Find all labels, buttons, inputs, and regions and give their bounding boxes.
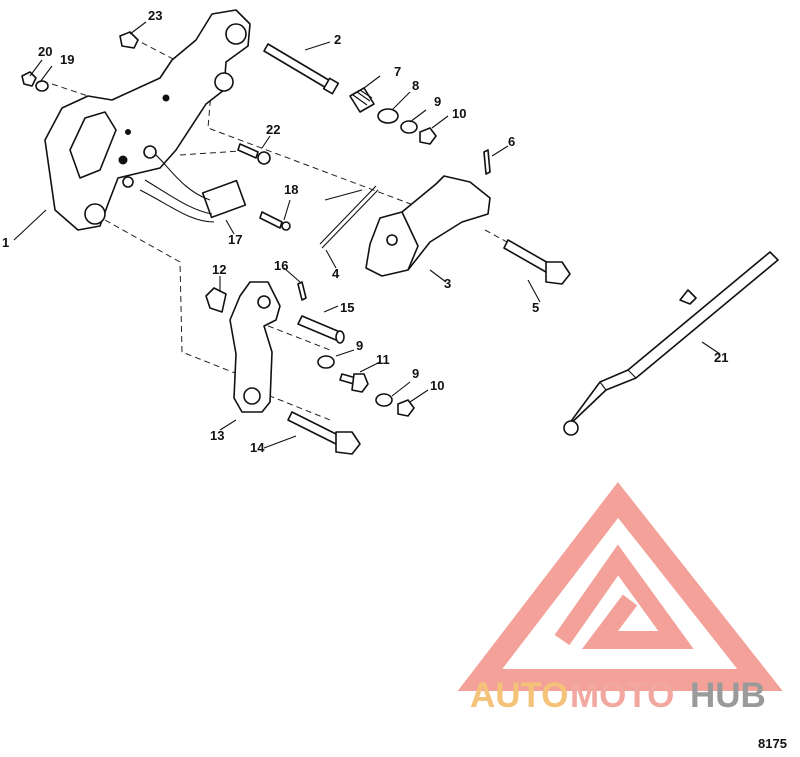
rod-4 <box>319 185 379 249</box>
callout-16: 16 <box>274 258 288 273</box>
spring-7 <box>349 87 375 113</box>
callout-7: 7 <box>394 64 401 79</box>
callout-6: 6 <box>508 134 515 149</box>
rod-4-arm <box>324 189 363 201</box>
callout-20: 20 <box>38 44 52 59</box>
main-bracket <box>44 9 251 231</box>
nut-10a <box>419 127 437 145</box>
callout-8: 8 <box>412 78 419 93</box>
tube-21 <box>563 251 779 436</box>
callout-12: 12 <box>212 262 226 277</box>
clamp-bracket-3 <box>365 175 491 277</box>
long-bolt <box>263 43 340 95</box>
callout-14: 14 <box>250 440 265 455</box>
callout-labels: 1 2 3 4 5 6 7 8 9 10 11 12 13 14 15 16 1… <box>2 8 728 455</box>
washer-9a <box>400 120 418 134</box>
clip-12 <box>205 287 227 313</box>
callout-11: 11 <box>376 352 390 367</box>
watermark-text-auto: AUTO <box>470 676 569 715</box>
watermark-triangle-mark <box>457 482 783 691</box>
washer-19 <box>35 80 49 92</box>
cotter-pin-6 <box>483 149 491 175</box>
callout-10a: 10 <box>452 106 466 121</box>
nut-23 <box>119 31 139 49</box>
callout-9c: 9 <box>412 366 419 381</box>
callout-19: 19 <box>60 52 74 67</box>
pin-16 <box>297 281 307 301</box>
figure-number: 8175 <box>758 736 787 751</box>
callout-5: 5 <box>532 300 539 315</box>
screw-18 <box>259 211 291 231</box>
callout-13: 13 <box>210 428 224 443</box>
nut-10b <box>397 399 415 417</box>
callout-18: 18 <box>284 182 298 197</box>
pin-15 <box>297 315 345 344</box>
callout-leaders <box>13 21 721 449</box>
callout-2: 2 <box>334 32 341 47</box>
callout-3: 3 <box>444 276 451 291</box>
bolt-22 <box>237 143 271 165</box>
bolt-11 <box>339 373 369 393</box>
callout-21: 21 <box>714 350 728 365</box>
callout-17: 17 <box>228 232 242 247</box>
watermark-logo: AUTO MOTO HUB <box>457 482 783 715</box>
bolt-14 <box>287 411 361 455</box>
callout-22: 22 <box>266 122 280 137</box>
callout-4: 4 <box>332 266 340 281</box>
callout-1: 1 <box>2 235 9 250</box>
washer-8 <box>377 108 399 124</box>
callout-9a: 9 <box>434 94 441 109</box>
callout-9b: 9 <box>356 338 363 353</box>
nut-20 <box>21 71 37 87</box>
callout-15: 15 <box>340 300 354 315</box>
watermark-text-moto: MOTO <box>570 676 674 715</box>
arm-13 <box>229 281 281 413</box>
bolt-5 <box>503 239 571 285</box>
washer-9b <box>317 355 335 369</box>
watermark-text-hub: HUB <box>690 676 766 715</box>
callout-10b: 10 <box>430 378 444 393</box>
washer-9c <box>375 393 393 407</box>
callout-23: 23 <box>148 8 162 23</box>
switch-17 <box>122 145 247 223</box>
